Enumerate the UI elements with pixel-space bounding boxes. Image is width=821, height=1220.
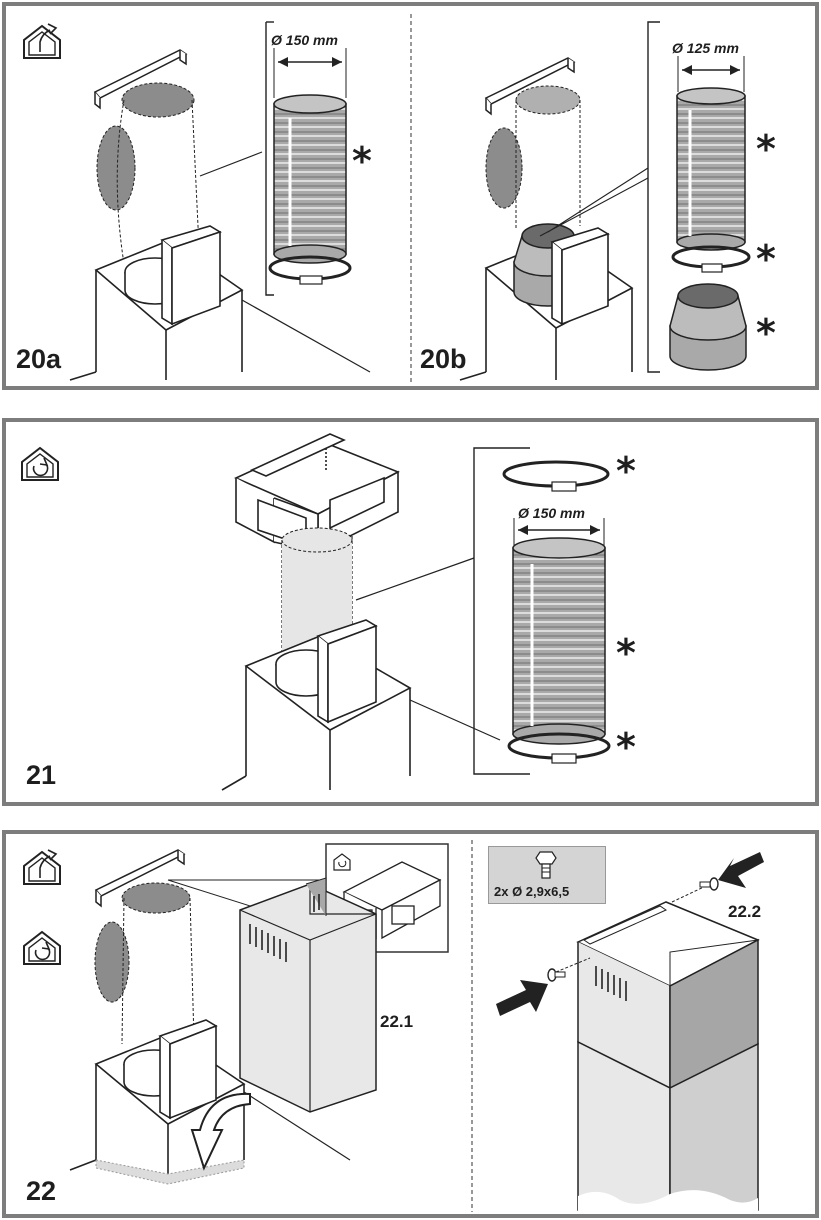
house-exhaust-icon — [23, 849, 61, 885]
clamp-20b — [671, 245, 751, 273]
sub-step-22-1: 22.1 — [380, 1012, 414, 1031]
valve-box — [160, 225, 222, 326]
push-arrow-left — [496, 980, 548, 1016]
step-label-20b: 20b — [420, 344, 467, 374]
asterisk-20a: * — [352, 139, 372, 183]
step-label-20a: 20a — [16, 344, 62, 374]
valve-box-22 — [158, 1019, 218, 1120]
clamp-21-bottom — [507, 732, 611, 764]
flex-duct-150-21 — [512, 537, 606, 745]
clamp-20a — [268, 255, 352, 285]
step-label-22: 22 — [26, 1176, 57, 1206]
house-recirculation-icon — [21, 446, 59, 481]
clamp-21-top — [502, 460, 610, 492]
reducer-spare — [669, 283, 747, 371]
valve-box-20b — [550, 227, 610, 326]
asterisk-21-bottom: * — [616, 725, 636, 769]
wall-bracket-20b — [484, 57, 576, 116]
asterisk-20b-reducer: * — [756, 311, 776, 355]
flex-duct-125 — [676, 87, 746, 251]
asterisk-21-clamp: * — [616, 449, 636, 493]
asterisk-20b-clamp: * — [756, 237, 776, 281]
panel-20-illustration — [23, 14, 751, 384]
screw-right — [671, 877, 719, 903]
wall-bracket-22 — [94, 849, 186, 908]
wall-bracket — [93, 49, 188, 110]
lower-chimney — [577, 1040, 759, 1212]
sub-step-22-2: 22.2 — [728, 902, 762, 921]
house-exhaust-icon — [23, 23, 61, 59]
asterisk-21-duct: * — [616, 631, 636, 675]
diameter-label-20b: Ø 125 mm — [672, 40, 739, 56]
push-arrow-right — [718, 852, 764, 888]
screw-left — [547, 957, 591, 982]
panel-21 — [2, 418, 819, 806]
house-recirculation-icon — [23, 930, 61, 965]
chimney-22-1 — [239, 877, 377, 1113]
asterisk-20b-duct: * — [756, 127, 776, 171]
screw-spec-text: 2x Ø 2,9x6,5 — [494, 884, 570, 899]
step-label-21: 21 — [26, 760, 57, 790]
valve-box-21 — [316, 619, 378, 724]
upper-chimney — [576, 901, 760, 1090]
diameter-label-21: Ø 150 mm — [518, 505, 585, 521]
down-arrow — [190, 1092, 251, 1171]
diameter-label-20a: Ø 150 mm — [271, 32, 338, 48]
